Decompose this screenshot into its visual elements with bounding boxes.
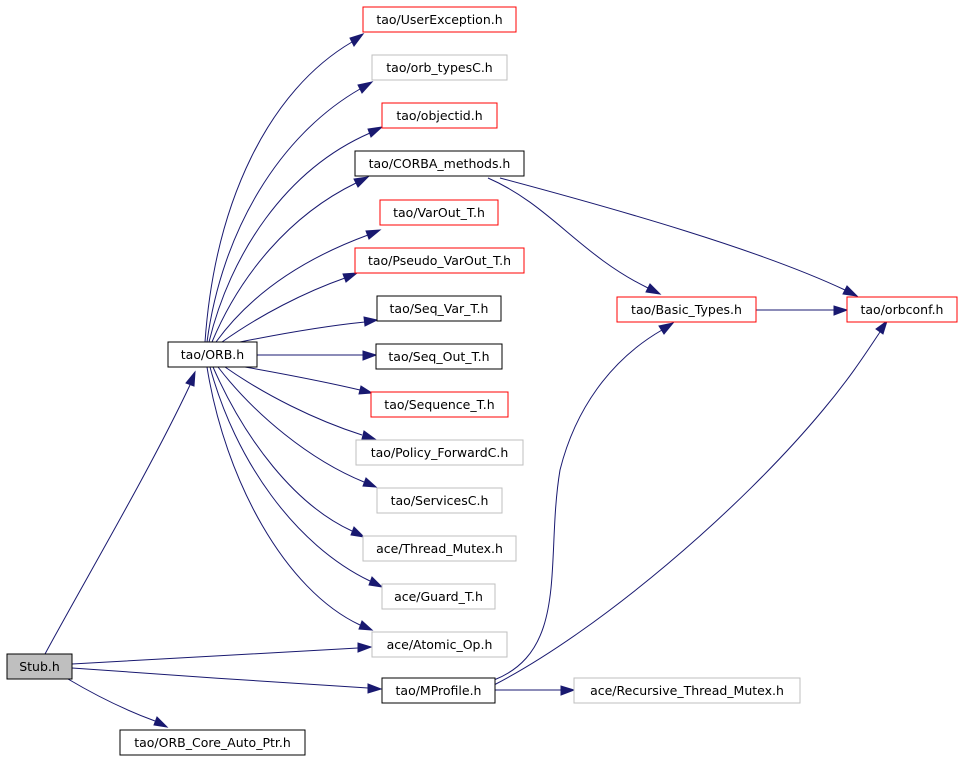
node-label: tao/CORBA_methods.h (369, 156, 511, 171)
node-label: tao/Seq_Out_T.h (388, 349, 489, 364)
edge-orb-to-sequence (244, 366, 374, 395)
node-services[interactable]: tao/ServicesC.h (376, 487, 503, 514)
node-basic-types[interactable]: tao/Basic_Types.h (616, 296, 757, 323)
edge-mprofile-to-recursive-thread-mutex (494, 685, 576, 696)
node-label: tao/UserException.h (376, 12, 502, 27)
node-label: tao/Seq_Var_T.h (390, 301, 489, 316)
node-label: ace/Guard_T.h (394, 589, 483, 604)
edge-orb-to-guard (209, 366, 384, 588)
node-label: tao/Pseudo_VarOut_T.h (368, 253, 511, 268)
edge-mprofile-to-orbconf (493, 319, 888, 686)
node-sequence[interactable]: tao/Sequence_T.h (370, 391, 509, 418)
node-label: tao/orb_typesC.h (386, 60, 492, 75)
node-label: ace/Atomic_Op.h (387, 637, 493, 652)
node-label: tao/VarOut_T.h (393, 205, 485, 220)
edge-stub-to-atomic-op (71, 642, 373, 665)
edge-orb-to-orb-types (206, 81, 374, 343)
node-orb-core-auto-ptr[interactable]: tao/ORB_Core_Auto_Ptr.h (119, 729, 306, 756)
node-label: tao/MProfile.h (396, 683, 482, 698)
edge-basic-types-to-orbconf (756, 305, 849, 316)
node-label: tao/ORB_Core_Auto_Ptr.h (134, 735, 291, 750)
node-orb[interactable]: tao/ORB.h (167, 341, 258, 368)
node-label: Stub.h (19, 659, 60, 674)
edge-corba-methods-to-orbconf (499, 177, 859, 297)
node-orb-types[interactable]: tao/orb_typesC.h (371, 54, 508, 81)
node-label: tao/ServicesC.h (391, 493, 489, 508)
edge-stub-to-orb (44, 370, 196, 655)
edge-orb-to-objectid (208, 126, 384, 343)
node-recursive-thread-mutex[interactable]: ace/Recursive_Thread_Mutex.h (573, 677, 801, 704)
edge-orb-to-atomic-op (206, 366, 374, 631)
edge-stub-to-mprofile (71, 667, 383, 694)
node-mprofile[interactable]: tao/MProfile.h (381, 677, 496, 704)
edge-orb-to-thread-mutex (212, 366, 366, 538)
edge-orb-to-policy-forward (224, 366, 377, 440)
node-thread-mutex[interactable]: ace/Thread_Mutex.h (362, 535, 517, 562)
node-label: tao/Policy_ForwardC.h (371, 445, 509, 460)
node-orbconf[interactable]: tao/orbconf.h (846, 296, 958, 323)
node-guard[interactable]: ace/Guard_T.h (381, 583, 496, 610)
edge-orb-to-pseudo-varout (221, 272, 359, 343)
node-stub[interactable]: Stub.h (6, 653, 73, 680)
node-policy-forward[interactable]: tao/Policy_ForwardC.h (355, 439, 524, 466)
edge-corba-methods-to-basic-types (487, 177, 662, 295)
edge-orb-to-seq-out (257, 350, 378, 361)
node-label: tao/orbconf.h (861, 302, 944, 317)
node-seq-var[interactable]: tao/Seq_Var_T.h (376, 295, 502, 322)
edge-orb-to-varout (215, 229, 382, 343)
edge-orb-to-user-exception (204, 33, 365, 343)
node-label: tao/Sequence_T.h (384, 397, 494, 412)
node-varout[interactable]: tao/VarOut_T.h (379, 199, 499, 226)
edge-mprofile-to-basic-types (493, 322, 675, 681)
node-corba-methods[interactable]: tao/CORBA_methods.h (354, 150, 525, 177)
node-label: ace/Thread_Mutex.h (376, 541, 503, 556)
node-label: ace/Recursive_Thread_Mutex.h (590, 683, 784, 698)
node-label: tao/objectid.h (396, 108, 482, 123)
node-atomic-op[interactable]: ace/Atomic_Op.h (371, 631, 508, 658)
node-user-exception[interactable]: tao/UserException.h (362, 6, 517, 33)
edge-stub-to-orb-core-auto-ptr (67, 678, 169, 728)
node-label: tao/Basic_Types.h (631, 302, 742, 317)
node-pseudo-varout[interactable]: tao/Pseudo_VarOut_T.h (354, 247, 525, 274)
node-seq-out[interactable]: tao/Seq_Out_T.h (375, 343, 503, 370)
edge-orb-to-corba-methods (211, 176, 370, 343)
edge-orb-to-seq-var (239, 316, 379, 343)
edge-orb-to-services (217, 366, 378, 488)
node-label: tao/ORB.h (181, 347, 244, 362)
node-objectid[interactable]: tao/objectid.h (381, 102, 498, 129)
